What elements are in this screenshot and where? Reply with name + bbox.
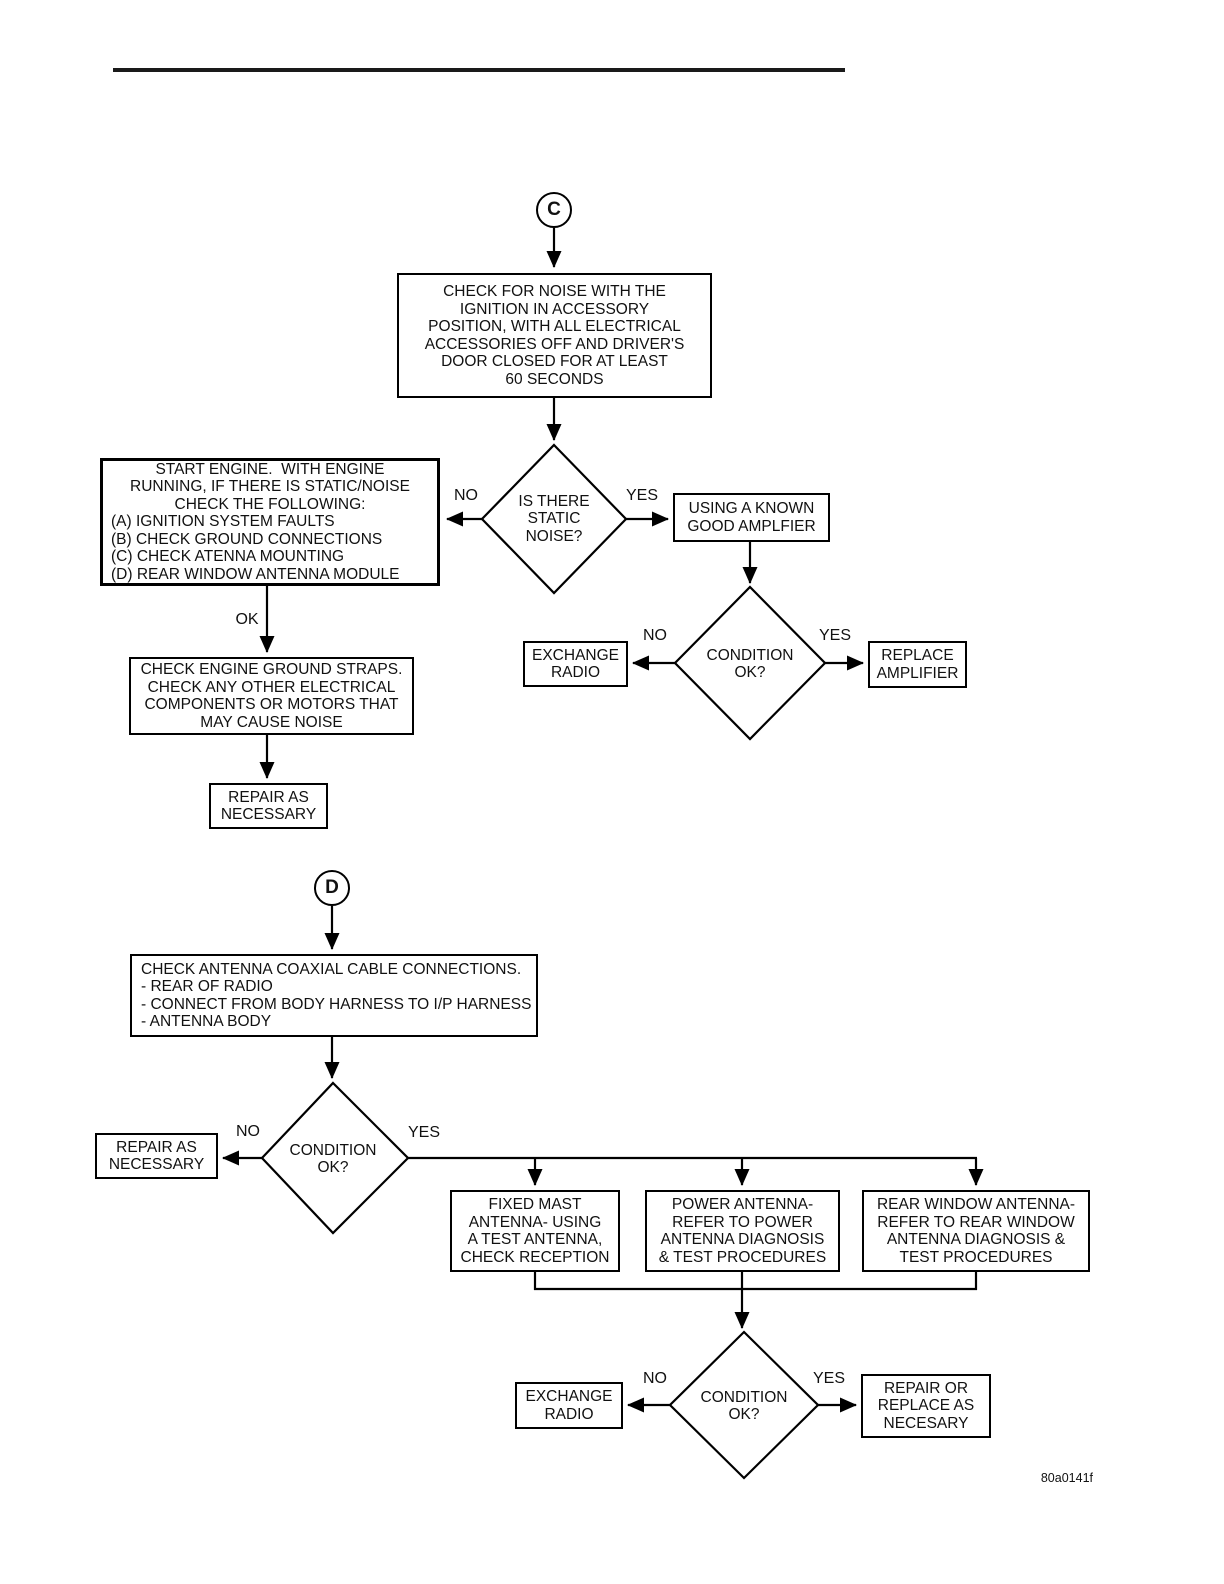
- terminal-exchange-radio-d: EXCHANGE RADIO: [515, 1382, 623, 1429]
- connector-c-letter: C: [547, 199, 561, 220]
- label-yes-static: YES: [625, 487, 658, 504]
- connector-d-letter: D: [325, 877, 339, 898]
- top-rule: [113, 68, 845, 72]
- start-engine-head: START ENGINE. WITH ENGINE RUNNING, IF TH…: [130, 460, 410, 513]
- label-yes-condition-d1: YES: [407, 1124, 440, 1141]
- label-no-static: NO: [454, 487, 478, 504]
- process-known-amplifier: USING A KNOWN GOOD AMPLFIER: [673, 493, 830, 542]
- decision-condition-d2-diamond: [668, 1330, 820, 1480]
- process-check-coax: CHECK ANTENNA COAXIAL CABLE CONNECTIONS.…: [130, 954, 538, 1037]
- label-yes-condition-d2: YES: [812, 1370, 845, 1387]
- process-start-engine: START ENGINE. WITH ENGINE RUNNING, IF TH…: [100, 458, 440, 586]
- process-power-antenna: POWER ANTENNA- REFER TO POWER ANTENNA DI…: [645, 1190, 840, 1272]
- decision-condition-d1-diamond: [260, 1081, 410, 1235]
- decision-condition-c-label: CONDITION OK?: [706, 646, 794, 682]
- decision-condition-c-diamond: [673, 585, 827, 741]
- terminal-replace-amplifier: REPLACE AMPLIFIER: [868, 641, 967, 688]
- process-fixed-mast: FIXED MAST ANTENNA- USING A TEST ANTENNA…: [450, 1190, 620, 1272]
- decision-static-noise-diamond: [480, 443, 628, 595]
- terminal-exchange-radio-c: EXCHANGE RADIO: [523, 641, 628, 687]
- figure-code: 80a0141f: [1040, 1471, 1093, 1485]
- connector-circle-d: D: [314, 870, 350, 906]
- label-no-condition-d2: NO: [643, 1370, 667, 1387]
- terminal-repair-replace: REPAIR OR REPLACE AS NECESARY: [861, 1374, 991, 1438]
- decision-static-noise-label: IS THERE STATIC NOISE?: [518, 492, 590, 545]
- process-rear-window-antenna: REAR WINDOW ANTENNA- REFER TO REAR WINDO…: [862, 1190, 1090, 1272]
- terminal-repair-necessary-d: REPAIR AS NECESSARY: [95, 1133, 218, 1179]
- label-no-condition-d1: NO: [236, 1123, 260, 1140]
- start-engine-items: (A) IGNITION SYSTEM FAULTS (B) CHECK GRO…: [111, 513, 400, 583]
- process-check-noise: CHECK FOR NOISE WITH THE IGNITION IN ACC…: [397, 273, 712, 398]
- terminal-repair-necessary-c: REPAIR AS NECESSARY: [209, 783, 328, 829]
- decision-condition-d1-label: CONDITION OK?: [289, 1141, 377, 1177]
- label-no-condition-c: NO: [643, 627, 667, 644]
- decision-condition-d2-label: CONDITION OK?: [700, 1388, 788, 1424]
- process-ground-straps: CHECK ENGINE GROUND STRAPS. CHECK ANY OT…: [129, 657, 414, 735]
- label-yes-condition-c: YES: [818, 627, 851, 644]
- connector-circle-c: C: [536, 192, 572, 228]
- label-ok: OK: [235, 611, 259, 628]
